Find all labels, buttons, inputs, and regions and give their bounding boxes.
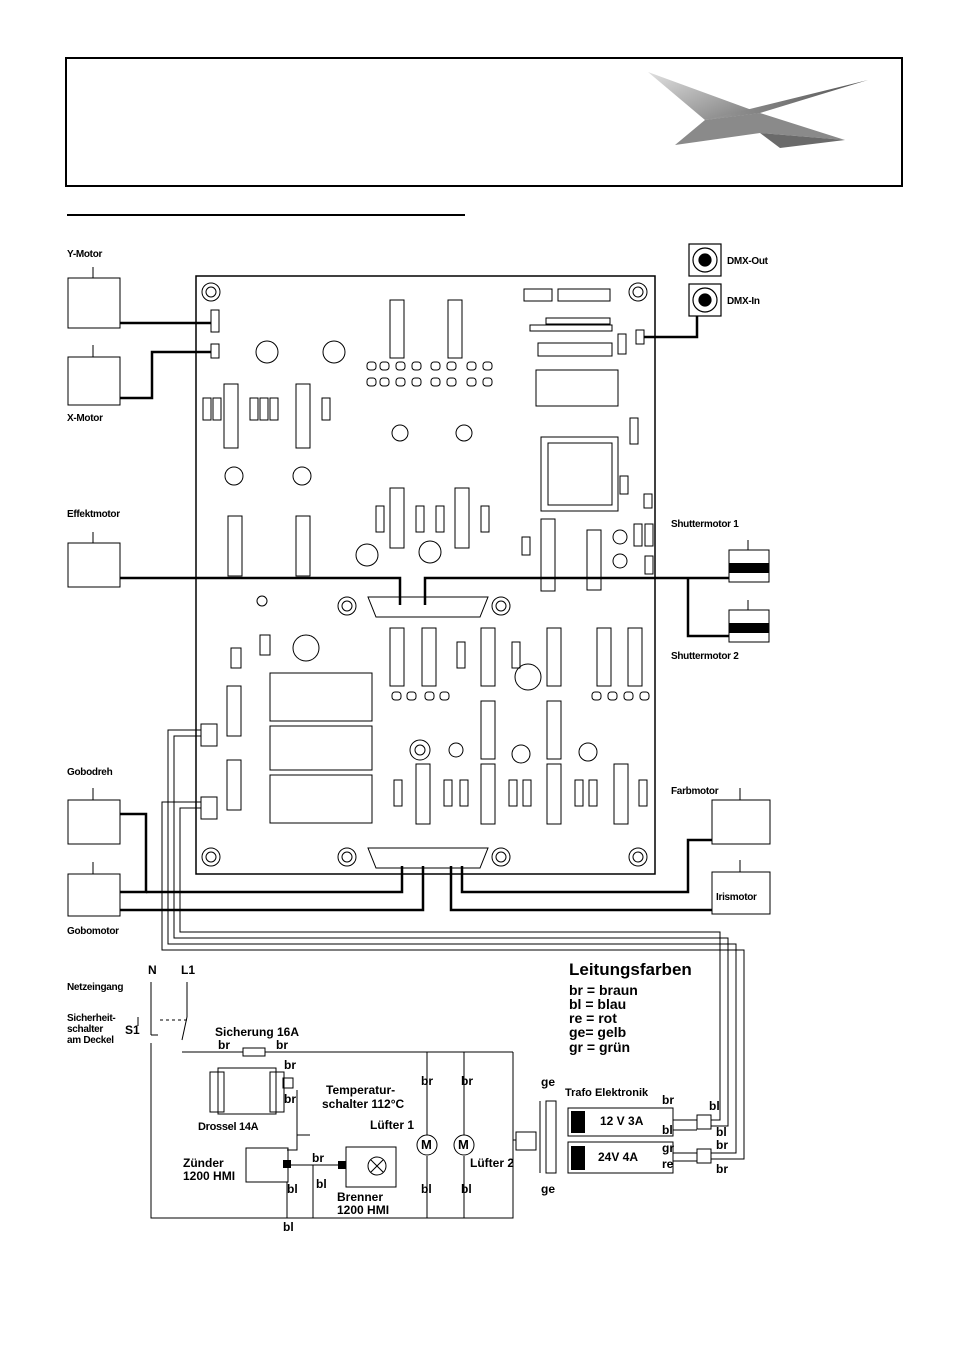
label-s1: S1 [125,1023,140,1037]
label-trafo: Trafo Elektronik [565,1087,649,1099]
label-gobodreh: Gobodreh [67,767,113,778]
label-out-bl-3: bl [716,1125,727,1139]
fan1-glyph: M [421,1137,432,1152]
label-fuse: Sicherung 16A [215,1025,300,1039]
label-igniter-bl: bl [287,1182,298,1196]
label-dmx-in: DMX-In [727,296,760,307]
label-choke-br-top: br [284,1058,296,1072]
label-igniter-2: 1200 HMI [183,1169,236,1183]
label-n: N [148,963,157,977]
legend-row: br = braun [569,982,638,998]
label-dmx-out: DMX-Out [727,256,768,267]
label-fan2-br: br [461,1074,473,1088]
label-out-br-3: br [716,1162,728,1176]
label-fan2-bl: bl [461,1182,472,1196]
label-netzeingang: Netzeingang [67,982,124,993]
label-fan1: Lüfter 1 [370,1118,415,1132]
legend-row: gr = grün [569,1039,631,1055]
label-switch-3: am Deckel [67,1035,114,1046]
label-farbmotor: Farbmotor [671,786,719,797]
label-out-br-2: br [716,1138,728,1152]
label-out24: 24V 4A [598,1150,639,1164]
label-shuttermotor-1: Shuttermotor 1 [671,519,739,530]
legend-title: Leitungsfarben [569,960,692,979]
label-trafo-ge-bottom: ge [541,1182,556,1196]
label-shuttermotor-2: Shuttermotor 2 [671,651,739,662]
label-neutral-bl: bl [283,1220,294,1234]
label-fuse-br-left: br [218,1038,230,1052]
label-out-gr: gr [662,1141,674,1155]
label-fan1-br: br [421,1074,433,1088]
header-frame [65,57,903,187]
label-out-bl-2: bl [709,1099,720,1113]
label-burner-1: Brenner [337,1190,384,1204]
label-out-br-1: br [662,1093,674,1107]
legend-row: re = rot [569,1010,617,1026]
label-out-bl-1: bl [662,1123,673,1137]
label-fuse-br-right: br [276,1038,288,1052]
label-switch-2: schalter [67,1024,103,1035]
label-burner-bl: bl [316,1177,327,1191]
label-switch-1: Sicherheit- [67,1013,116,1024]
legend-row: ge= gelb [569,1024,627,1040]
legend-row: bl = blau [569,996,627,1012]
title-underline [67,214,465,216]
fan2-glyph: M [458,1137,469,1152]
label-temp-1: Temperatur- [326,1083,396,1097]
label-gobomotor: Gobomotor [67,926,119,937]
label-l1: L1 [181,963,196,977]
label-burner-2: 1200 HMI [337,1203,390,1217]
label-igniter-1: Zünder [183,1156,224,1170]
label-out12: 12 V 3A [600,1114,644,1128]
label-x-motor: X-Motor [67,413,103,424]
label-out-re: re [662,1157,674,1171]
label-igniter-br: br [312,1151,324,1165]
label-fan2: Lüfter 2 [470,1156,515,1170]
label-choke: Drossel 14A [198,1121,259,1133]
label-temp-2: schalter 112°C [322,1097,405,1111]
label-choke-br-bottom: br [284,1092,296,1106]
label-trafo-ge-top: ge [541,1075,556,1089]
label-y-motor: Y-Motor [67,249,103,260]
label-irismotor: Irismotor [716,892,757,903]
label-effektmotor: Effektmotor [67,509,120,520]
label-fan1-bl: bl [421,1182,432,1196]
